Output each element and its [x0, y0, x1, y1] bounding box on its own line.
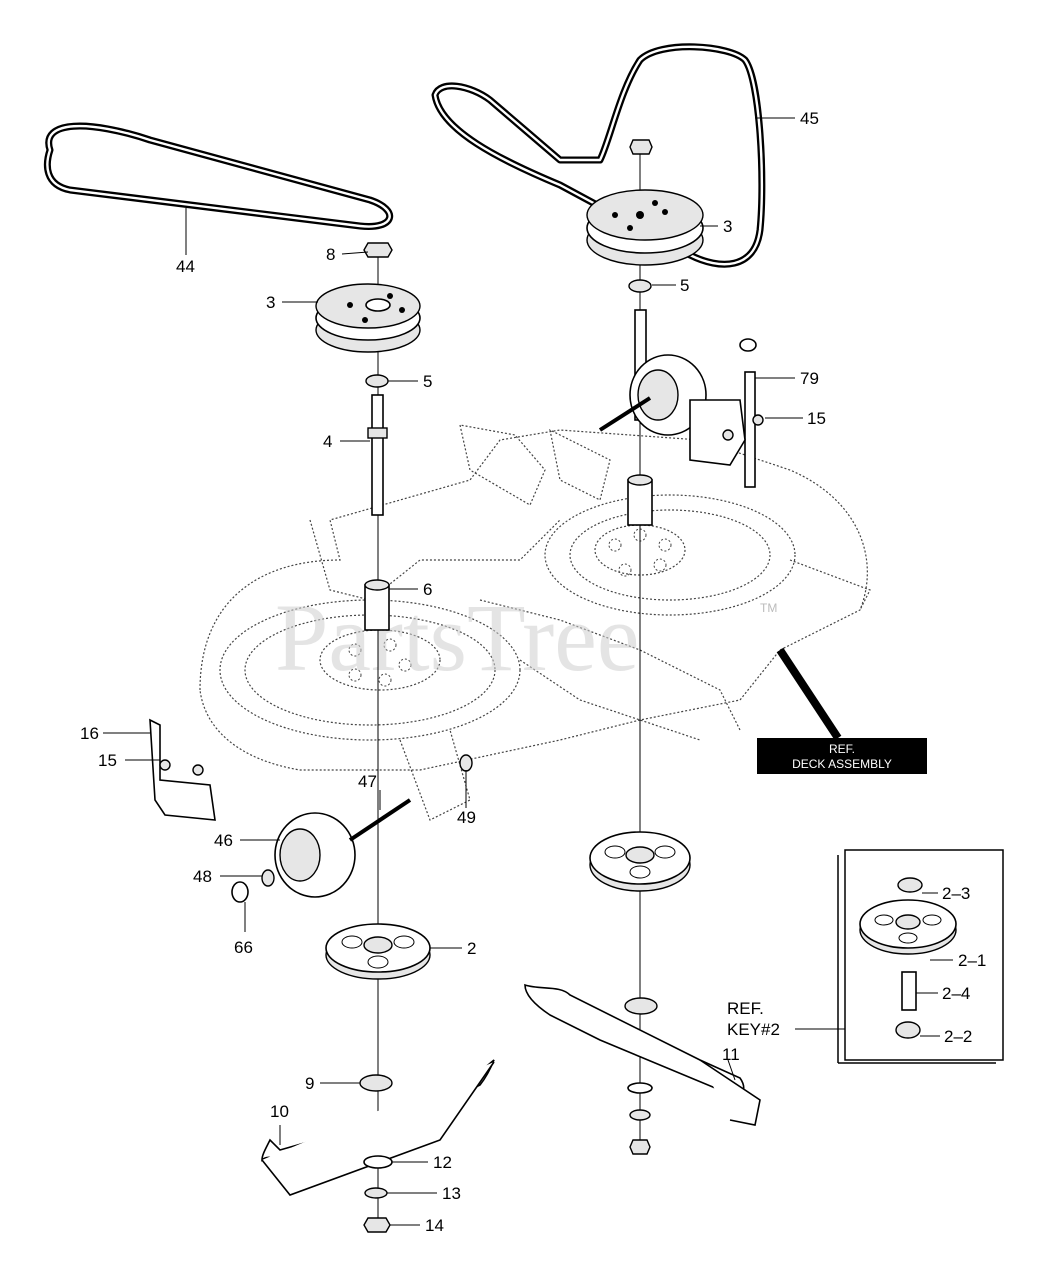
- washer-48: [261, 869, 275, 887]
- label-10: 10: [270, 1102, 289, 1121]
- watermark: PartsTree: [275, 584, 639, 691]
- label-2-3: 2–3: [942, 884, 970, 903]
- label-13: 13: [442, 1184, 461, 1203]
- label-49: 49: [457, 808, 476, 827]
- label-8: 8: [326, 245, 335, 264]
- right-spindle-stack: [524, 139, 761, 1155]
- ref-deck-line2: DECK ASSEMBLY: [792, 757, 892, 771]
- label-16: 16: [80, 724, 99, 743]
- label-6: 6: [423, 580, 432, 599]
- label-15-right: 15: [807, 409, 826, 428]
- washer-5-right: [628, 279, 652, 293]
- left-wheel-assembly: [149, 718, 473, 903]
- part-labels: 44 45 8 3 5 4 6 3 5 79 15 16 15 47 49 46…: [80, 109, 986, 1235]
- leader-lines: [103, 117, 953, 1226]
- belt-45: [431, 43, 766, 268]
- label-46: 46: [214, 831, 233, 850]
- label-2-2: 2–2: [944, 1027, 972, 1046]
- pulley-3-right: [586, 189, 704, 266]
- bracket-16: [149, 718, 216, 821]
- washer-5-left: [365, 374, 389, 388]
- bolt-15-right: [752, 414, 764, 426]
- label-2-1: 2–1: [958, 951, 986, 970]
- washer-9: [359, 1074, 393, 1092]
- label-44: 44: [176, 257, 195, 276]
- label-11: 11: [722, 1045, 740, 1064]
- nut-8: [363, 242, 393, 258]
- ref-key-line2: KEY#2: [727, 1020, 780, 1039]
- label-48: 48: [193, 867, 212, 886]
- label-9: 9: [305, 1074, 314, 1093]
- label-3-right: 3: [723, 217, 732, 236]
- ref-deck-assembly: REF. DECK ASSEMBLY: [757, 647, 927, 774]
- belt-44: [44, 122, 394, 231]
- label-4: 4: [323, 432, 332, 451]
- watermark-tm: TM: [760, 601, 777, 615]
- washer-13: [364, 1187, 388, 1199]
- label-15-left: 15: [98, 751, 117, 770]
- bearing-6: [364, 579, 390, 631]
- right-wheel-assembly: [598, 338, 764, 488]
- left-spindle-stack: [261, 242, 495, 1233]
- inset-nut-2-3: [897, 877, 923, 893]
- label-5-left: 5: [423, 372, 432, 391]
- washer-12: [363, 1155, 393, 1169]
- nut-49: [459, 754, 473, 772]
- inset-adapter-2-1: [859, 899, 957, 955]
- nut-right: [629, 139, 653, 155]
- label-47: 47: [358, 772, 377, 791]
- key2-inset: [837, 849, 1004, 1064]
- nut-14: [363, 1217, 391, 1233]
- bolt-15-left: [159, 759, 171, 771]
- label-79: 79: [800, 369, 819, 388]
- label-66: 66: [234, 938, 253, 957]
- blade-adapter-right: [589, 831, 691, 892]
- spindle-4: [367, 394, 388, 516]
- pulley-3-left: [315, 283, 421, 353]
- label-5-right: 5: [680, 276, 689, 295]
- label-14: 14: [425, 1216, 444, 1235]
- label-2: 2: [467, 939, 476, 958]
- washer-right: [624, 997, 658, 1015]
- ring-66: [231, 881, 249, 903]
- label-45: 45: [800, 109, 819, 128]
- inset-washer-2-2: [895, 1021, 921, 1039]
- label-2-4: 2–4: [942, 984, 970, 1003]
- label-3-left: 3: [266, 293, 275, 312]
- label-12: 12: [433, 1153, 452, 1172]
- ref-key-line1: REF.: [727, 999, 764, 1018]
- blade-adapter-2: [325, 923, 431, 980]
- inset-bearing-2-4: [901, 971, 917, 1011]
- bracket-79: [744, 371, 756, 488]
- bearing-right: [627, 474, 653, 526]
- ref-deck-line1: REF.: [829, 742, 855, 756]
